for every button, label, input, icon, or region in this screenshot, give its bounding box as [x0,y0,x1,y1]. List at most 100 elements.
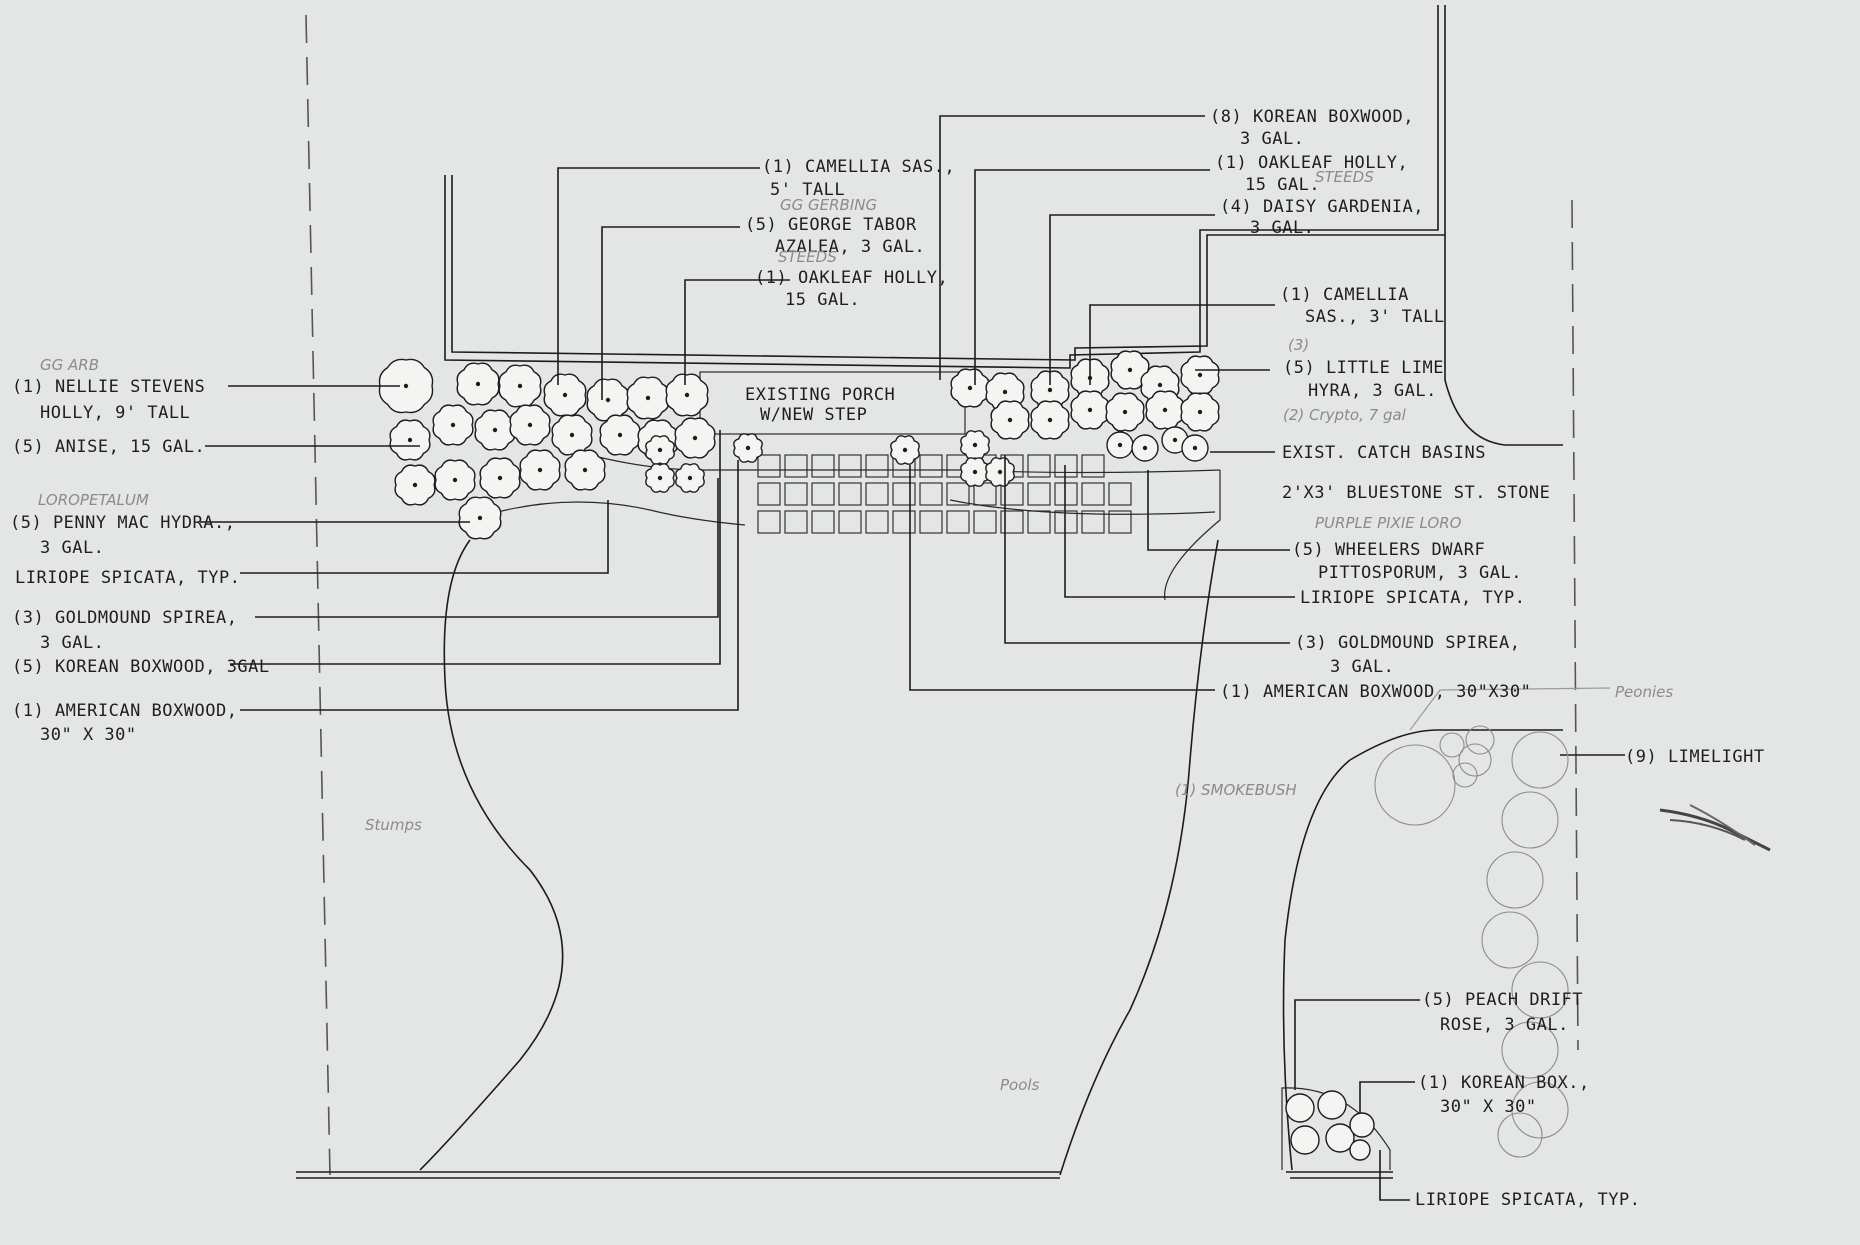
label-peach-2: ROSE, 3 GAL. [1440,1015,1569,1035]
label-pitto-2: PITTOSPORUM, 3 GAL. [1318,563,1522,583]
bluestone-square [811,482,835,506]
bluestone-square [1027,482,1051,506]
porch-label-1: EXISTING PORCH [745,385,895,405]
bluestone-square [1081,482,1105,506]
bluestone-square [838,454,862,478]
shrub-symbol [498,364,542,408]
bluestone-square [757,510,781,534]
label-anise: (5) ANISE, 15 GAL. [12,437,205,457]
bluestone-square [865,454,889,478]
shrub-symbol [551,414,593,456]
label-bluestone: 2'X3' BLUESTONE ST. STONE [1282,483,1550,503]
bluestone-square [1081,454,1105,478]
shrub-symbol [626,376,670,420]
label-oakleaf-right-2: 15 GAL. [1245,175,1320,195]
bluestone-square [973,482,997,506]
shrub-symbol [675,463,705,493]
label-american-left-1: (1) AMERICAN BOXWOOD, [12,701,237,721]
shrub-symbol [434,459,476,501]
label-steeds-1: STEEDS [778,248,837,266]
label-loropetalum: LOROPETALUM [38,491,149,509]
bluestone-square [1000,510,1024,534]
bluestone-square [919,482,943,506]
bluestone-square [838,510,862,534]
label-korean-box-2: 30" X 30" [1440,1097,1537,1117]
shrub-symbol [645,435,675,465]
label-boxwood-left: (5) KOREAN BOXWOOD, 3GAL [12,657,270,677]
shrub-symbol [1180,392,1220,432]
bluestone-square [1108,510,1132,534]
label-penny-1: (5) PENNY MAC HYDRA., [10,513,235,533]
bluestone-square [892,482,916,506]
shrub-symbol [1105,392,1145,432]
shrub-symbol [960,457,990,487]
label-peonies: Peonies [1615,683,1673,701]
bluestone-square [757,454,781,478]
bluestone-square [784,510,808,534]
bluestone-square [1054,510,1078,534]
label-liriope-right: LIRIOPE SPICATA, TYP. [1300,588,1525,608]
bluestone-square [946,510,970,534]
label-liriope-bottom: LIRIOPE SPICATA, TYP. [1415,1190,1640,1210]
shrub-symbol [519,449,561,491]
shrub-symbol [389,419,431,461]
shrub-symbol [599,414,641,456]
shrub-symbol [1106,431,1134,459]
label-lime-2: HYRA, 3 GAL. [1308,381,1437,401]
shrub-symbol [960,430,990,460]
porch-label-2: W/NEW STEP [760,405,867,425]
left-annotations: GG ARB (1) NELLIE STEVENS HOLLY, 9' TALL… [10,356,270,745]
label-tabor-1: (5) GEORGE TABOR [745,215,917,235]
bluestone-square [1027,454,1051,478]
bluestone-square [919,454,943,478]
shrub-symbol [509,404,551,446]
property-lines [305,14,1579,1176]
label-nellie-1: (1) NELLIE STEVENS [12,377,205,397]
bluestone-square [946,482,970,506]
label-crypto: (2) Crypto, 7 gal [1283,406,1407,424]
label-catch: EXIST. CATCH BASINS [1282,443,1486,463]
shrub-symbol [1145,390,1185,430]
bluestone-square [892,510,916,534]
shrub-symbol [733,433,763,463]
bluestone-square [865,482,889,506]
lawn-edges [296,539,1563,1179]
label-camellia-2: 5' TALL [770,180,845,200]
label-gerbing: GG GERBING [780,196,877,214]
shrub-symbol [985,457,1015,487]
label-gardenia-2: 3 GAL. [1250,218,1314,238]
shrub-symbol [645,463,675,493]
bluestone-square [757,482,781,506]
bluestone-square [1054,482,1078,506]
label-smokebush: (1) SMOKEBUSH [1175,781,1297,799]
bluestone-square [1054,454,1078,478]
label-limelight: (9) LIMELIGHT [1625,747,1765,767]
shrub-symbol [479,457,521,499]
label-spirea-left-1: (3) GOLDMOUND SPIREA, [12,608,237,628]
label-gg-arb: GG ARB [40,356,99,374]
label-american-right: (1) AMERICAN BOXWOOD, 30"X30" [1220,682,1531,702]
label-korean-box-1: (1) KOREAN BOX., [1418,1073,1590,1093]
pencil-scribble [1659,804,1771,852]
bluestone-square [811,510,835,534]
label-korean-8-1: (8) KOREAN BOXWOOD, [1210,107,1414,127]
shrub-symbol [674,417,716,459]
right-annotations: (8) KOREAN BOXWOOD, 3 GAL. (1) OAKLEAF H… [1210,107,1550,702]
shrub-symbol [950,368,990,408]
label-spirea-right-2: 3 GAL. [1330,657,1394,677]
shrub-symbol [543,373,587,417]
bluestone-square [784,482,808,506]
label-spirea-left-2: 3 GAL. [40,633,104,653]
lower-right-plantings [1281,725,1569,1170]
label-pitto-1: (5) WHEELERS DWARF [1292,540,1485,560]
label-spirea-right-1: (3) GOLDMOUND SPIREA, [1295,633,1520,653]
shrub-symbol [564,449,606,491]
bluestone-square [973,510,997,534]
shrub-symbol [456,362,500,406]
label-gardenia-1: (4) DAISY GARDENIA, [1220,197,1424,217]
shrub-symbol [458,496,502,540]
label-peach-1: (5) PEACH DRIFT [1422,990,1583,1010]
bluestone-square [838,482,862,506]
label-camellia-1: (1) CAMELLIA SAS., [762,157,955,177]
label-korean-8-2: 3 GAL. [1240,129,1304,149]
